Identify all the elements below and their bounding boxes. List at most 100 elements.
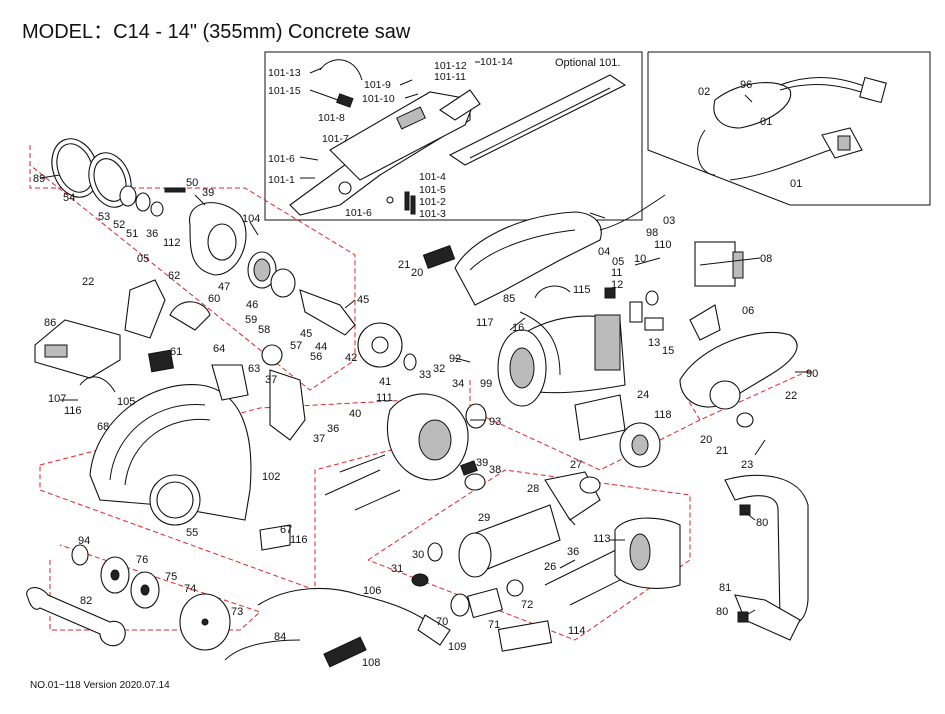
part-label: 42	[345, 352, 357, 364]
part-label: 63	[248, 363, 260, 375]
part-label: 11	[611, 267, 622, 279]
part-label: 96	[740, 79, 752, 91]
part-label: 101-1	[268, 174, 295, 186]
part-label: 39	[476, 457, 488, 469]
gear-housing-assembly	[324, 322, 487, 511]
part-label: 13	[648, 337, 660, 349]
part-label: 36	[567, 546, 579, 558]
part-label: 56	[310, 351, 322, 363]
spindle-assembly	[51, 138, 356, 339]
part-label: 76	[136, 554, 148, 566]
part-label: 47	[218, 281, 230, 293]
part-label: 20	[700, 434, 712, 446]
part-label: 80	[756, 517, 768, 529]
part-label: 101-11	[434, 71, 466, 83]
part-label: 84	[274, 631, 286, 643]
part-label: 101-13	[268, 67, 301, 79]
part-label: 05	[137, 253, 149, 265]
part-label: 101-12	[434, 60, 467, 72]
group-outline-spindle	[29, 145, 356, 391]
part-label: 22	[785, 390, 797, 402]
part-label: 101-8	[318, 112, 345, 124]
part-label: 89	[33, 173, 45, 185]
part-label: 75	[165, 571, 177, 583]
part-label: 01	[790, 178, 802, 190]
part-label: 101-2	[419, 196, 446, 208]
part-label: 114	[568, 625, 586, 637]
part-label: 57	[290, 340, 302, 352]
group-outline-handle	[684, 369, 811, 421]
part-label: 23	[741, 459, 753, 471]
part-label: 21	[398, 259, 410, 271]
part-label: 71	[488, 619, 500, 631]
power-cord-frame	[647, 51, 931, 206]
part-label: 41	[379, 376, 391, 388]
rear-handle-housing	[679, 304, 798, 428]
part-label: 117	[476, 317, 494, 329]
part-label: 111	[376, 392, 393, 404]
part-label: 108	[362, 657, 380, 669]
part-label: 34	[452, 378, 464, 390]
part-label: 107	[48, 393, 66, 405]
part-label: 36	[146, 228, 158, 240]
leader-lines	[39, 61, 812, 617]
part-label: 115	[573, 284, 591, 296]
model-title: MODEL：C14 - 14" (355mm) Concrete saw	[22, 21, 411, 43]
part-label: 94	[78, 535, 90, 547]
part-label: 101-3	[419, 208, 446, 220]
part-label: 20	[411, 267, 423, 279]
part-label: 36	[327, 423, 339, 435]
part-label: 16	[512, 322, 524, 334]
part-label: 15	[662, 345, 674, 357]
part-label: 33	[419, 369, 431, 381]
part-label: 05	[612, 256, 624, 268]
part-label: 101-14	[480, 56, 513, 68]
part-label: 62	[168, 270, 180, 282]
part-label: 31	[391, 563, 403, 575]
part-label: 72	[521, 599, 533, 611]
part-label: 50	[186, 177, 198, 189]
part-label: 32	[433, 363, 445, 375]
part-label: 08	[760, 253, 772, 265]
blade-flange-assembly	[26, 544, 231, 651]
part-label: 45	[357, 294, 369, 306]
optional-kit-label: Optional 101.	[555, 57, 620, 69]
part-label: 54	[63, 192, 75, 204]
part-label: 55	[186, 527, 198, 539]
part-label: 28	[527, 483, 539, 495]
optional-kit-frame	[264, 51, 643, 221]
part-label: 01	[760, 116, 772, 128]
part-label: 45	[300, 328, 312, 340]
part-label: 53	[98, 211, 110, 223]
part-label: 101-5	[419, 184, 446, 196]
part-label: 27	[570, 459, 582, 471]
part-label: 70	[436, 616, 448, 628]
power-cord-assembly	[697, 76, 887, 181]
part-label: 113	[593, 533, 611, 545]
part-label: 73	[231, 606, 243, 618]
part-label: 90	[806, 368, 818, 380]
part-label: 44	[315, 341, 327, 353]
part-label: 24	[637, 389, 649, 401]
part-label: 10	[634, 253, 646, 265]
water-hose-assembly	[224, 587, 451, 668]
part-label: 40	[349, 408, 361, 420]
part-label: 104	[242, 213, 260, 225]
part-label: 101-10	[362, 93, 395, 105]
part-label: 82	[80, 595, 92, 607]
front-handle-bar	[724, 474, 809, 641]
vacuum-attachment-assembly	[289, 59, 627, 216]
part-label: 101-7	[322, 133, 349, 145]
switch-box	[34, 319, 121, 379]
part-label: 21	[716, 445, 728, 457]
part-label: 03	[663, 215, 675, 227]
part-label: 52	[113, 219, 125, 231]
part-label: 37	[265, 374, 277, 386]
armature-assembly	[411, 471, 681, 652]
part-label: 112	[163, 237, 181, 249]
part-label: 101-6	[268, 153, 295, 165]
part-label: 80	[716, 606, 728, 618]
part-label: 59	[245, 314, 257, 326]
